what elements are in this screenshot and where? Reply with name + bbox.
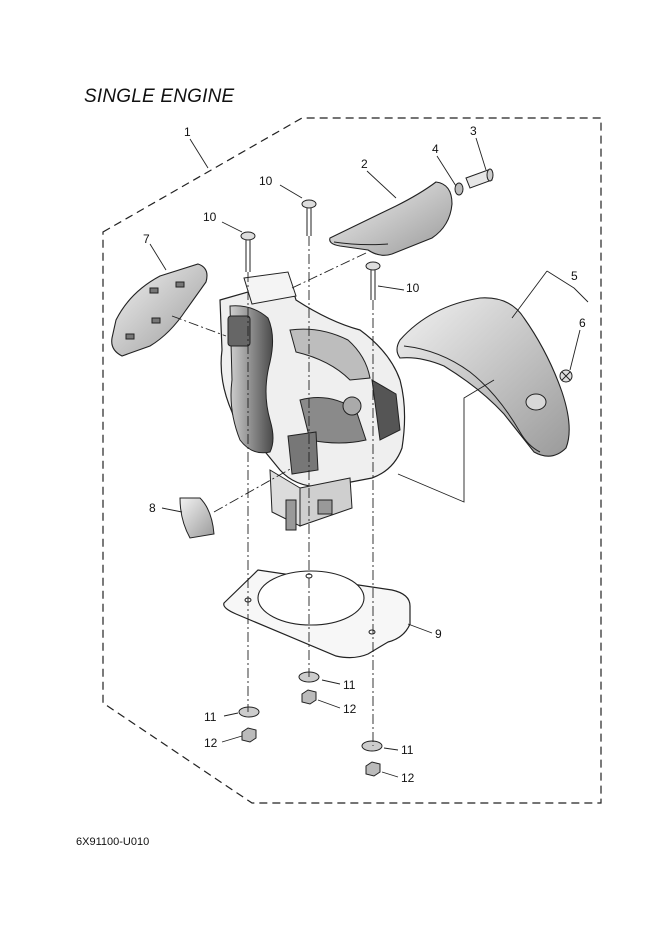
- callout-10-left: 10: [203, 210, 217, 224]
- callout-8: 8: [149, 501, 156, 515]
- part-3-bolt: [465, 168, 494, 189]
- callout-12-right: 12: [401, 771, 415, 785]
- part-9-base-plate: [223, 569, 411, 659]
- assembly-line-cover: [397, 379, 495, 503]
- part-10-screw-b: [301, 199, 317, 236]
- callout-5: 5: [571, 269, 578, 283]
- callout-6: 6: [579, 316, 586, 330]
- leader-lines: [149, 137, 589, 778]
- callout-11-left: 11: [204, 710, 217, 724]
- callout-9: 9: [435, 627, 442, 641]
- part-7-side-cover: [111, 263, 208, 357]
- callout-4: 4: [432, 142, 439, 156]
- callout-1: 1: [184, 125, 191, 139]
- drawing-code: 6X91100-U010: [76, 836, 150, 848]
- assembly-boundary: [102, 117, 602, 804]
- main-housing: [219, 271, 406, 531]
- part-2-top-cover: [329, 181, 453, 256]
- part-6-screw: [559, 369, 573, 383]
- callout-12-left: 12: [204, 736, 218, 750]
- part-11-washer-a: [238, 706, 260, 718]
- part-4-washer: [454, 182, 464, 196]
- callout-3: 3: [470, 124, 477, 138]
- callout-10-top: 10: [259, 174, 273, 188]
- part-8-cap: [179, 497, 215, 539]
- callout-10-right: 10: [406, 281, 420, 295]
- callout-12-mid: 12: [343, 702, 357, 716]
- part-11-washer-c: [361, 740, 383, 752]
- part-10-screw-a: [240, 231, 256, 272]
- part-12-nut-c: [365, 761, 381, 777]
- callout-11-right: 11: [401, 743, 414, 757]
- part-12-nut-a: [241, 727, 257, 743]
- part-10-screw-c: [365, 261, 381, 300]
- part-12-nut-b: [301, 689, 317, 705]
- callout-2: 2: [361, 157, 368, 171]
- part-5-front-cover: [396, 297, 570, 457]
- callout-11-mid: 11: [343, 678, 356, 692]
- diagram-title: SINGLE ENGINE: [84, 86, 235, 107]
- assembly-lines: [171, 236, 374, 746]
- callout-7: 7: [143, 232, 150, 246]
